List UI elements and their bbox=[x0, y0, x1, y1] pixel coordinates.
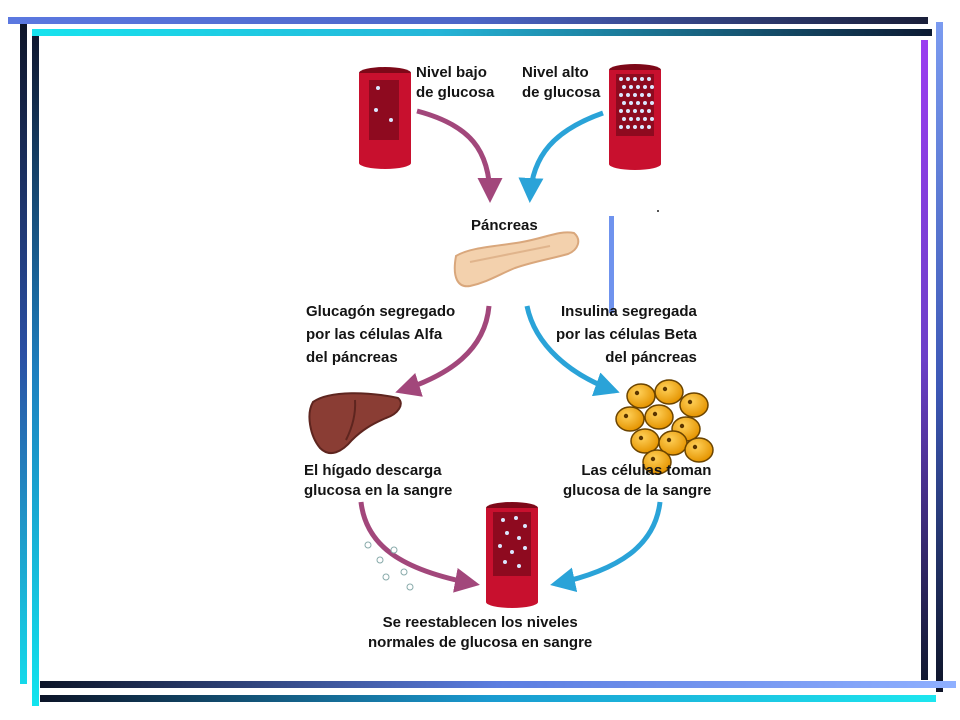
low-glucose-label: Nivel bajo de glucosa bbox=[416, 64, 495, 101]
frame-bar-top bbox=[8, 17, 928, 24]
frame-bar-bottom bbox=[40, 681, 956, 688]
arrow-icon-high-to-pancreas bbox=[518, 110, 604, 203]
fat-cells-icon bbox=[615, 379, 714, 475]
blood-vessel-icon-low bbox=[359, 67, 411, 169]
frame-bar-top-inner bbox=[32, 29, 932, 36]
restored-label: Se reestablecen los niveles normales de … bbox=[368, 614, 593, 651]
pancreas-icon bbox=[453, 231, 580, 288]
cells-label: Las células toman glucosa de la sangre bbox=[563, 462, 712, 499]
frame-bar-right-inner bbox=[921, 40, 928, 680]
arrow-icon-insulin bbox=[524, 305, 620, 397]
insulin-label: Insulina segregada por las células Beta … bbox=[556, 303, 697, 366]
arrow-icon-glucagon bbox=[395, 305, 492, 397]
glucose-molecules-icon bbox=[364, 541, 414, 591]
blood-vessel-icon-restored bbox=[486, 502, 538, 608]
accent-mark bbox=[609, 216, 614, 313]
high-glucose-label: Nivel alto de glucosa bbox=[522, 64, 601, 101]
arrow-icon-liver-to-blood bbox=[358, 501, 480, 593]
pancreas-label: Páncreas bbox=[471, 217, 538, 234]
liver-label: El hígado descarga glucosa en la sangre bbox=[304, 462, 453, 499]
frame-bar-left bbox=[20, 24, 27, 684]
arrow-icon-low-to-pancreas bbox=[416, 108, 503, 203]
frame-bar-left-inner bbox=[32, 36, 39, 706]
liver-icon bbox=[308, 392, 402, 455]
frame-bar-bottom-inner bbox=[40, 695, 936, 702]
glucagon-label: Glucagón segregado por las células Alfa … bbox=[306, 303, 456, 366]
blood-vessel-icon-high bbox=[609, 64, 661, 170]
arrow-icon-cells-to-blood bbox=[550, 501, 663, 593]
speck bbox=[657, 210, 659, 212]
frame-bar-right bbox=[936, 22, 943, 692]
